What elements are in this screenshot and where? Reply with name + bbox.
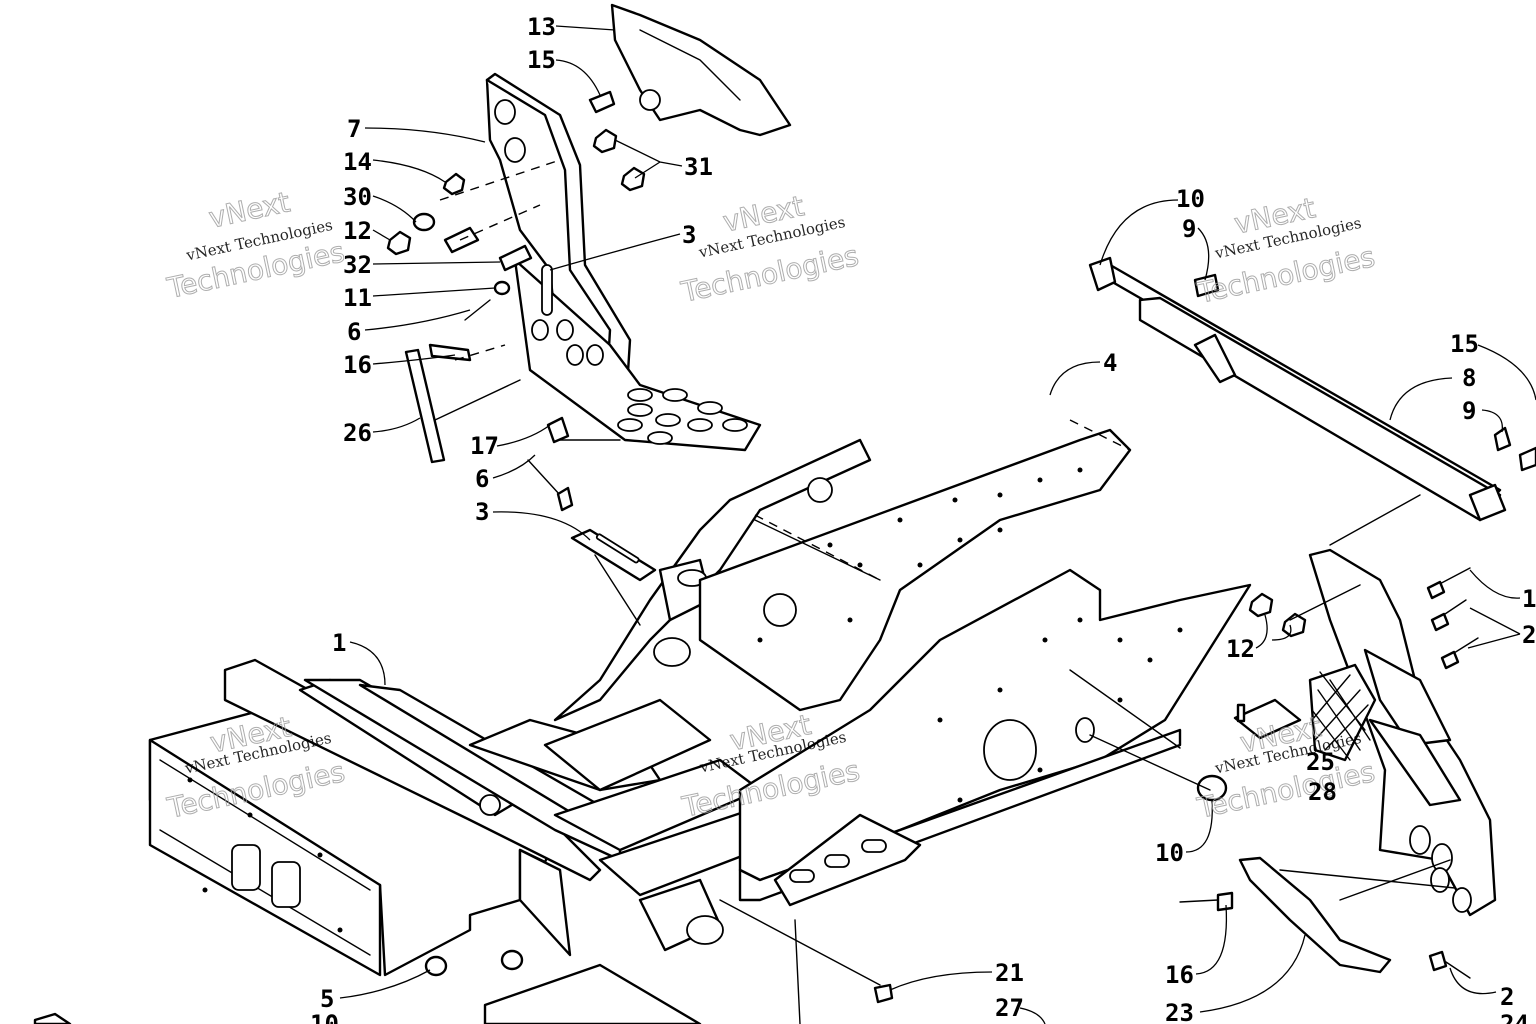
front-bracket-right xyxy=(1179,548,1497,979)
callout-label: 21 xyxy=(995,959,1024,987)
callout-label: 1 xyxy=(332,629,346,657)
callout-label: 6 xyxy=(475,465,489,493)
callout-label: 23 xyxy=(1165,999,1194,1024)
callout-label: 30 xyxy=(343,183,372,211)
callout-label: 3 xyxy=(475,498,489,526)
cross-shaft xyxy=(1088,256,1536,522)
callout-label: 16 xyxy=(1165,961,1194,989)
callout-label: 10 xyxy=(1176,185,1205,213)
callout-label: 4 xyxy=(1103,349,1117,377)
callout-label: 12 xyxy=(343,217,372,245)
callout-label: 14 xyxy=(343,148,372,176)
callout-label: 11 xyxy=(343,284,372,312)
callout-label: 13 xyxy=(527,13,556,41)
callout-label: 6 xyxy=(347,318,361,346)
callout-label: 7 xyxy=(347,115,361,143)
callout-label: 5 xyxy=(320,985,334,1013)
callout-label: 31 xyxy=(684,153,713,181)
frame-rivets xyxy=(187,467,1183,933)
callout-label: 1 xyxy=(1522,585,1536,613)
hardware-fasteners xyxy=(386,90,657,582)
callout-label: 16 xyxy=(343,351,372,379)
callout-label: 9 xyxy=(1462,397,1476,425)
callout-label: 15 xyxy=(527,46,556,74)
callout-label: 17 xyxy=(470,432,499,460)
callout-label: 3 xyxy=(682,221,696,249)
callout-label: 15 xyxy=(1450,330,1479,358)
callout-label: 27 xyxy=(995,994,1024,1022)
assembly-lines xyxy=(434,159,1456,1024)
callout-label: 12 xyxy=(1226,635,1255,663)
lower-hardware xyxy=(33,949,894,1024)
callout-label: 10 xyxy=(310,1010,339,1024)
callout-label: 25 xyxy=(1306,748,1335,776)
callout-label: 28 xyxy=(1308,778,1337,806)
callout-label: 10 xyxy=(1155,839,1184,867)
callout-label: 8 xyxy=(1462,364,1476,392)
leader-lines xyxy=(339,25,1536,1024)
steering-support-bracket xyxy=(485,72,762,452)
headlight-housing xyxy=(610,3,792,137)
callout-label: 9 xyxy=(1182,215,1196,243)
chassis-frame xyxy=(148,428,1252,977)
callout-label: 26 xyxy=(343,419,372,447)
callout-label: 2 xyxy=(1500,983,1514,1011)
callout-labels: 13 15 7 14 30 12 32 11 6 16 26 31 3 17 6… xyxy=(310,13,1536,1024)
callout-label: 32 xyxy=(343,251,372,279)
callout-label: 2 xyxy=(1522,621,1536,649)
callout-label: 24 xyxy=(1500,1010,1529,1024)
